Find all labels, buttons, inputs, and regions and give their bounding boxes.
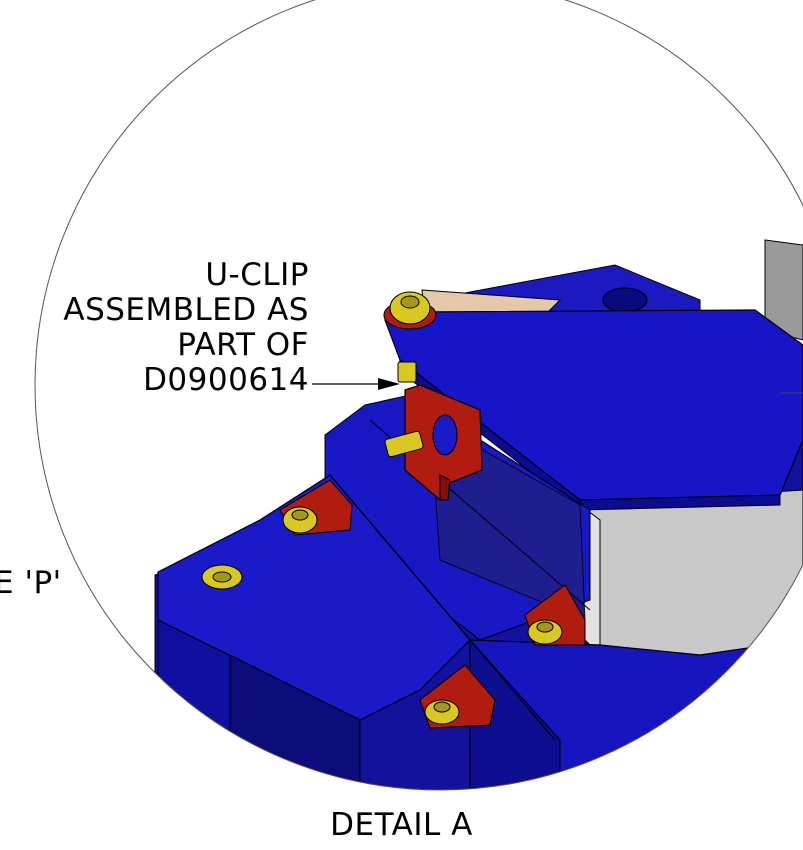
socket-screw <box>282 506 318 534</box>
socket-screw <box>383 291 437 330</box>
groove-line <box>329 474 556 741</box>
detail-title: DETAIL A <box>330 807 473 843</box>
gray-side-plate <box>764 239 803 341</box>
threaded-stud <box>384 430 424 458</box>
callout-line: ASSEMBLED AS <box>63 292 309 328</box>
callout-part-number: D0900614 <box>143 362 309 398</box>
socket-screw <box>424 699 460 725</box>
right-lower-step-edge <box>469 638 561 790</box>
detail-circle-outline <box>34 0 803 791</box>
detail-circle-contents <box>154 239 803 790</box>
u-clip-callout: U-CLIP ASSEMBLED AS PART OF D0900614 <box>63 258 309 398</box>
callout-line: PART OF <box>177 327 309 363</box>
partial-view-label: E 'P' <box>0 565 62 601</box>
socket-screw <box>527 619 563 645</box>
gray-front-plate <box>579 489 803 661</box>
threaded-stud <box>397 361 417 383</box>
callout-line: U-CLIP <box>205 257 309 293</box>
upper-block-hole <box>602 287 648 313</box>
u-clip-hole <box>432 414 458 456</box>
u-clip-tab <box>439 474 451 501</box>
socket-screw <box>201 564 243 590</box>
leader-arrowhead <box>378 378 400 390</box>
